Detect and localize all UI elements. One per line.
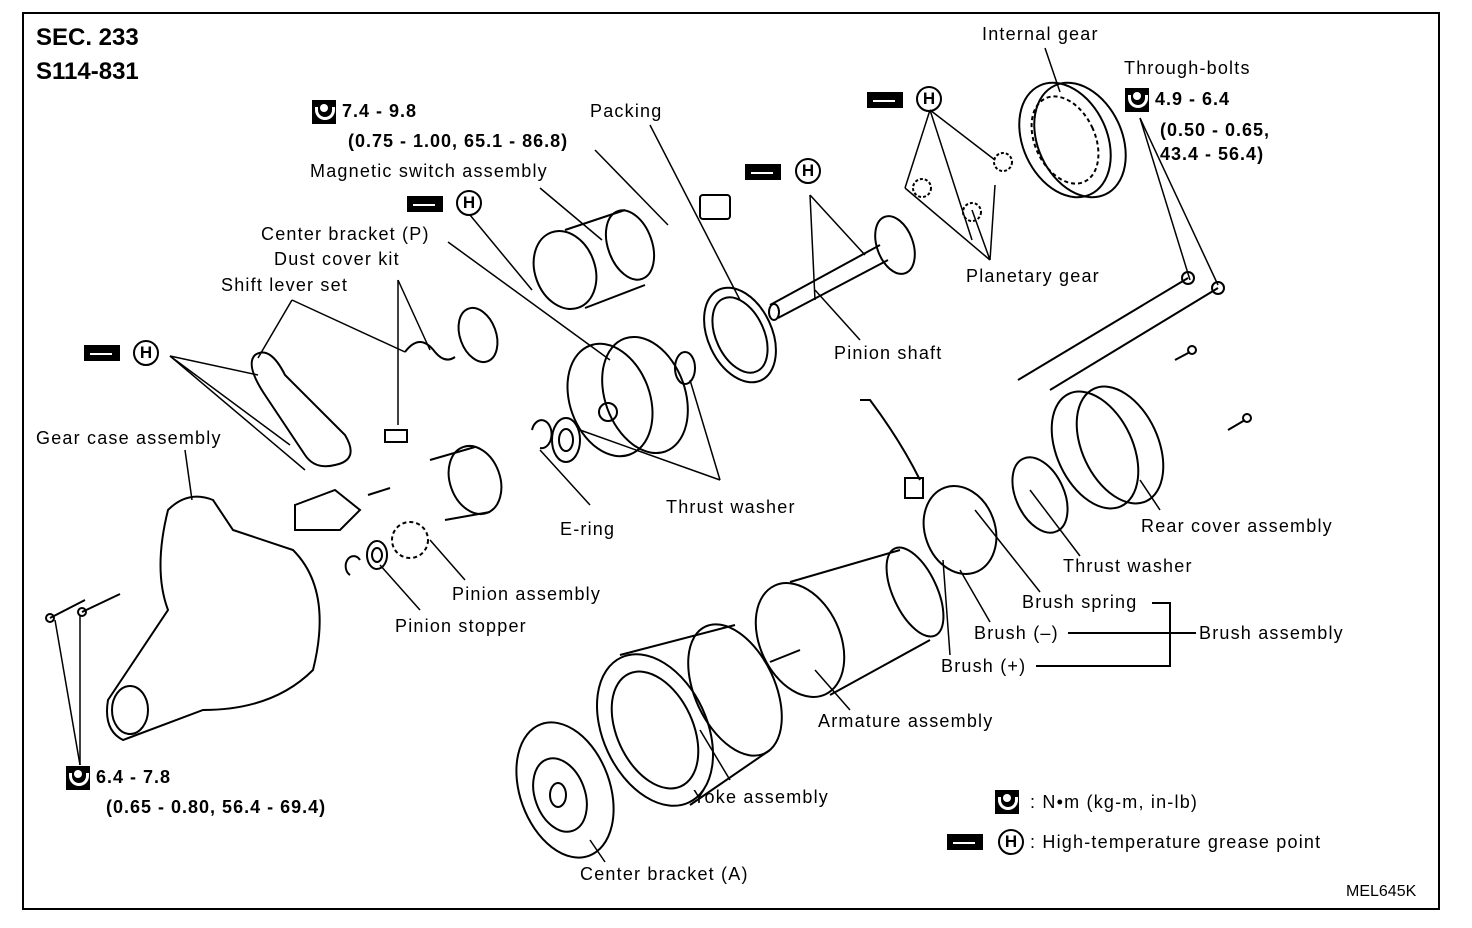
label-brush-minus: Brush (–) xyxy=(974,623,1059,643)
label-shift-lever-set: Shift lever set xyxy=(221,275,349,295)
torque-range-through-bolts-2: 43.4 - 56.4) xyxy=(1160,144,1265,164)
label-e-ring: E-ring xyxy=(560,519,616,539)
legend-torque-units: : N•m (kg-m, in-lb) xyxy=(1030,792,1199,812)
pinion-assembly-part xyxy=(391,445,503,559)
torque-value: 7.4 - 9.8 xyxy=(342,101,418,121)
label-brush-assembly: Brush assembly xyxy=(1199,623,1344,643)
torque-value: 6.4 - 7.8 xyxy=(96,767,172,787)
torque-wrench-icon xyxy=(312,100,336,125)
label-gear-case: Gear case assembly xyxy=(36,428,222,448)
grease-gun-icon xyxy=(745,164,781,180)
grease-gun-icon xyxy=(947,834,983,850)
label-rear-cover: Rear cover assembly xyxy=(1141,516,1333,536)
label-planetary-gear: Planetary gear xyxy=(966,266,1100,286)
rear-cover-part xyxy=(1050,385,1165,510)
label-magnetic-switch: Magnetic switch assembly xyxy=(310,161,548,181)
label-center-bracket-a: Center bracket (A) xyxy=(580,864,749,884)
pinion-stopper-part xyxy=(344,540,388,576)
grease-gun-icon xyxy=(867,92,903,108)
grease-h-icon: H xyxy=(998,829,1024,855)
gear-case-bolts-part xyxy=(45,593,121,623)
torque-range-gear-case: (0.65 - 0.80, 56.4 - 69.4) xyxy=(106,797,327,817)
thrust-washer-part xyxy=(551,351,696,463)
grease-h-icon: H xyxy=(133,340,159,366)
label-brush-spring: Brush spring xyxy=(1022,592,1138,612)
torque-wrench-icon xyxy=(995,790,1019,814)
torque-value: 4.9 - 6.4 xyxy=(1155,89,1231,109)
torque-wrench-icon xyxy=(66,766,90,791)
label-pinion-stopper: Pinion stopper xyxy=(395,616,527,636)
figure-id: MEL645K xyxy=(1346,883,1417,900)
thrust-washer-rear-part xyxy=(1011,456,1069,534)
label-yoke: Yoke assembly xyxy=(693,787,830,807)
dust-cover-part xyxy=(384,306,499,443)
brush-assembly-part xyxy=(860,399,998,575)
armature-part xyxy=(754,546,945,698)
label-thrust-washer-rear: Thrust washer xyxy=(1063,556,1193,576)
label-dust-cover-kit: Dust cover kit xyxy=(274,249,400,269)
label-center-bracket-p: Center bracket (P) xyxy=(261,224,430,244)
torque-wrench-icon xyxy=(1125,88,1149,113)
grease-gun-icon xyxy=(84,345,120,361)
torque-spec-gear-case: 6.4 - 7.8 xyxy=(66,766,172,791)
diagram-frame xyxy=(22,12,1440,910)
label-pinion-assembly: Pinion assembly xyxy=(452,584,602,604)
through-bolts-part xyxy=(1017,271,1225,391)
grease-h-icon: H xyxy=(795,158,821,184)
label-packing: Packing xyxy=(590,101,663,121)
packing-part xyxy=(703,286,777,384)
magnetic-switch-part xyxy=(532,194,731,310)
label-internal-gear: Internal gear xyxy=(982,24,1099,44)
label-thrust-washer: Thrust washer xyxy=(666,497,796,517)
torque-range-magnetic-switch: (0.75 - 1.00, 65.1 - 86.8) xyxy=(348,131,569,151)
internal-gear-part xyxy=(1018,81,1127,199)
torque-range-through-bolts-1: (0.50 - 0.65, xyxy=(1160,120,1271,140)
torque-spec-magnetic-switch: 7.4 - 9.8 xyxy=(312,100,418,125)
torque-spec-through-bolts: 4.9 - 6.4 xyxy=(1125,88,1231,113)
label-brush-plus: Brush (+) xyxy=(941,656,1027,676)
screws-part xyxy=(1174,345,1252,431)
e-ring-part xyxy=(531,419,553,450)
grease-gun-icon xyxy=(407,196,443,212)
shift-lever-part xyxy=(250,351,352,468)
center-bracket-a-part xyxy=(515,721,615,859)
label-through-bolts: Through-bolts xyxy=(1124,58,1251,78)
grease-h-icon: H xyxy=(456,190,482,216)
grease-h-icon: H xyxy=(916,86,942,112)
center-bracket-p-part xyxy=(566,335,689,458)
brush-bracket-lines xyxy=(1036,602,1196,667)
label-pinion-shaft: Pinion shaft xyxy=(834,343,943,363)
legend-grease-point: : High-temperature grease point xyxy=(1030,832,1322,852)
label-armature: Armature assembly xyxy=(818,711,994,731)
part-code: S114-831 xyxy=(36,58,139,85)
yoke-part xyxy=(595,623,783,807)
leader-lines xyxy=(54,47,1219,863)
gear-case-part xyxy=(106,487,391,742)
pinion-shaft-part xyxy=(768,215,916,321)
section-number: SEC. 233 xyxy=(36,24,139,51)
planetary-gears-part xyxy=(912,152,1013,222)
